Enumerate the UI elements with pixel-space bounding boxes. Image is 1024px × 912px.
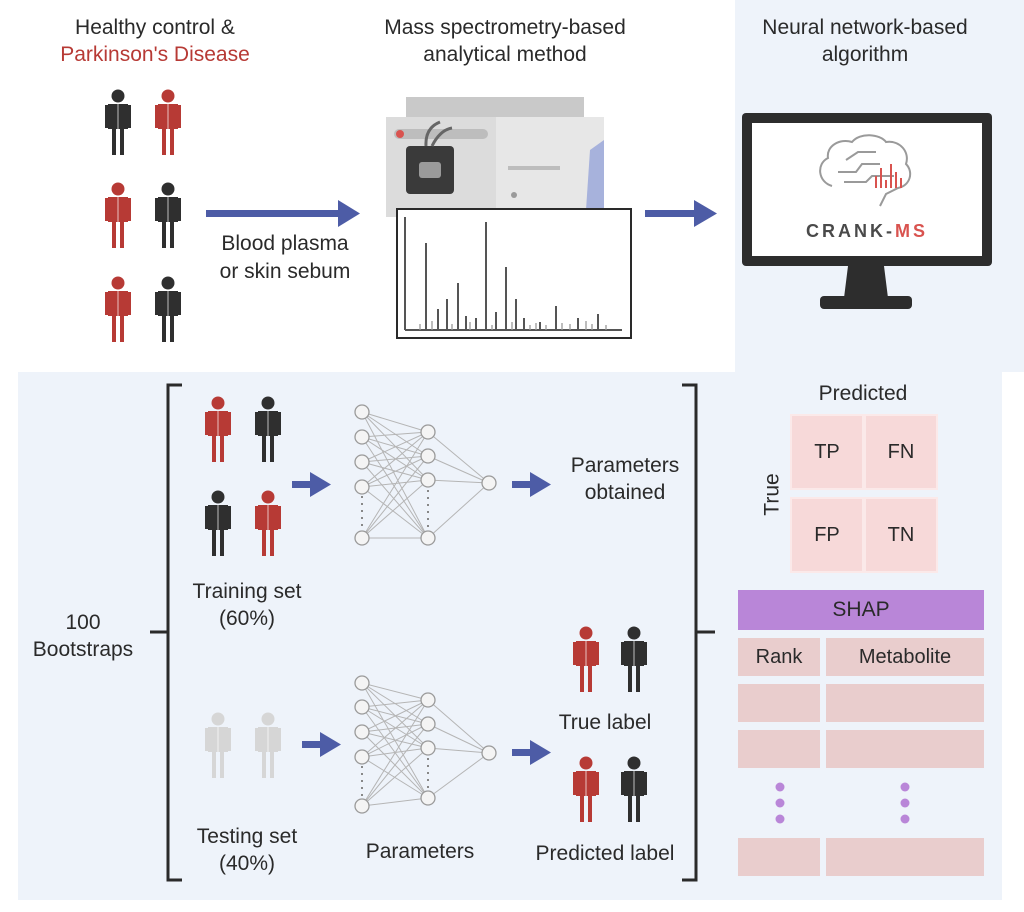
cm-cell-tn: TN xyxy=(864,497,938,573)
shap-row xyxy=(826,730,984,768)
parameters-obtained-label: Parameters obtained xyxy=(550,452,700,506)
pd-person-icon xyxy=(573,756,599,822)
shap-col-metabolite: Metabolite xyxy=(858,645,952,668)
shap-header-metabolite: Metabolite xyxy=(826,638,984,676)
sample-label: Blood plasma or skin sebum xyxy=(205,230,365,286)
ellipsis-dots xyxy=(775,782,910,824)
neural-network-icon xyxy=(354,404,497,546)
cm-true-title: True xyxy=(760,473,784,516)
shap-row xyxy=(738,730,820,768)
shap-header-rank: Rank xyxy=(738,638,820,676)
cm-predicted-title: Predicted xyxy=(818,382,908,405)
col2-title-line2: analytical method xyxy=(423,43,587,66)
mass-spectrum-chart xyxy=(396,208,632,339)
sample-label-line2: or skin sebum xyxy=(219,260,351,283)
cm-cell-tp: TP xyxy=(790,414,864,490)
parameters-obtained-line1: Parameters xyxy=(570,454,680,477)
monitor-icon xyxy=(742,113,992,309)
healthy-person-icon xyxy=(621,626,647,692)
sample-label-line1: Blood plasma xyxy=(221,232,349,255)
training-set-percent: (60%) xyxy=(218,607,276,630)
software-name: CRANK- xyxy=(806,221,895,241)
software-logo: CRANK-MS xyxy=(752,218,982,245)
shap-row xyxy=(826,838,984,876)
training-set-label: Training set (60%) xyxy=(172,578,322,632)
bootstraps-label: 100 Bootstraps xyxy=(18,609,148,663)
arrow-icon xyxy=(292,472,551,765)
neural-network-icon xyxy=(354,675,497,814)
col2-title-line1: Mass spectrometry-based xyxy=(384,16,626,39)
col1-title: Healthy control & Parkinson's Disease xyxy=(40,14,270,68)
training-set-title: Training set xyxy=(192,580,302,603)
shap-title: SHAP xyxy=(738,590,984,630)
software-suffix: MS xyxy=(895,221,928,241)
unlabeled-person-icon xyxy=(205,712,231,778)
shap-col-rank: Rank xyxy=(755,645,803,668)
shap-row xyxy=(738,838,820,876)
testing-set-percent: (40%) xyxy=(218,852,276,875)
mass-spectrometer-icon xyxy=(386,97,604,217)
col3-title-line1: Neural network-based xyxy=(762,16,968,39)
cm-cell-fn: FN xyxy=(864,414,938,490)
healthy-person-icon xyxy=(255,396,281,462)
col1-title-line1: Healthy control & xyxy=(75,16,235,39)
pd-person-icon xyxy=(573,626,599,692)
pd-person-icon xyxy=(205,396,231,462)
true-label-text: True label xyxy=(558,711,652,734)
pd-person-icon xyxy=(155,89,181,155)
shap-row xyxy=(738,684,820,722)
parameters-obtained-line2: obtained xyxy=(584,481,666,504)
col3-title: Neural network-based algorithm xyxy=(735,14,995,68)
healthy-person-icon xyxy=(205,490,231,556)
col3-title-line2: algorithm xyxy=(821,43,909,66)
healthy-person-icon xyxy=(621,756,647,822)
bootstraps-count: 100 xyxy=(65,611,101,634)
pd-person-icon xyxy=(255,490,281,556)
col2-title: Mass spectrometry-based analytical metho… xyxy=(360,14,650,68)
col1-title-line2: Parkinson's Disease xyxy=(60,43,250,66)
bar-chart-icon xyxy=(875,164,902,188)
bootstraps-word: Bootstraps xyxy=(32,638,134,661)
shap-row xyxy=(826,684,984,722)
brain-icon xyxy=(819,134,912,207)
healthy-person-icon xyxy=(155,276,181,342)
testing-set-label: Testing set (40%) xyxy=(172,823,322,877)
parameters-label: Parameters xyxy=(365,840,475,863)
predicted-label-text: Predicted label xyxy=(535,842,675,865)
testing-set-title: Testing set xyxy=(196,825,298,848)
pd-person-icon xyxy=(105,276,131,342)
cm-cell-fp: FP xyxy=(790,497,864,573)
healthy-person-icon xyxy=(155,182,181,248)
arrow-icon xyxy=(645,200,717,227)
pd-person-icon xyxy=(105,182,131,248)
unlabeled-person-icon xyxy=(255,712,281,778)
bootstrap-bracket xyxy=(150,383,715,882)
healthy-person-icon xyxy=(105,89,131,155)
arrow-icon xyxy=(206,200,360,227)
